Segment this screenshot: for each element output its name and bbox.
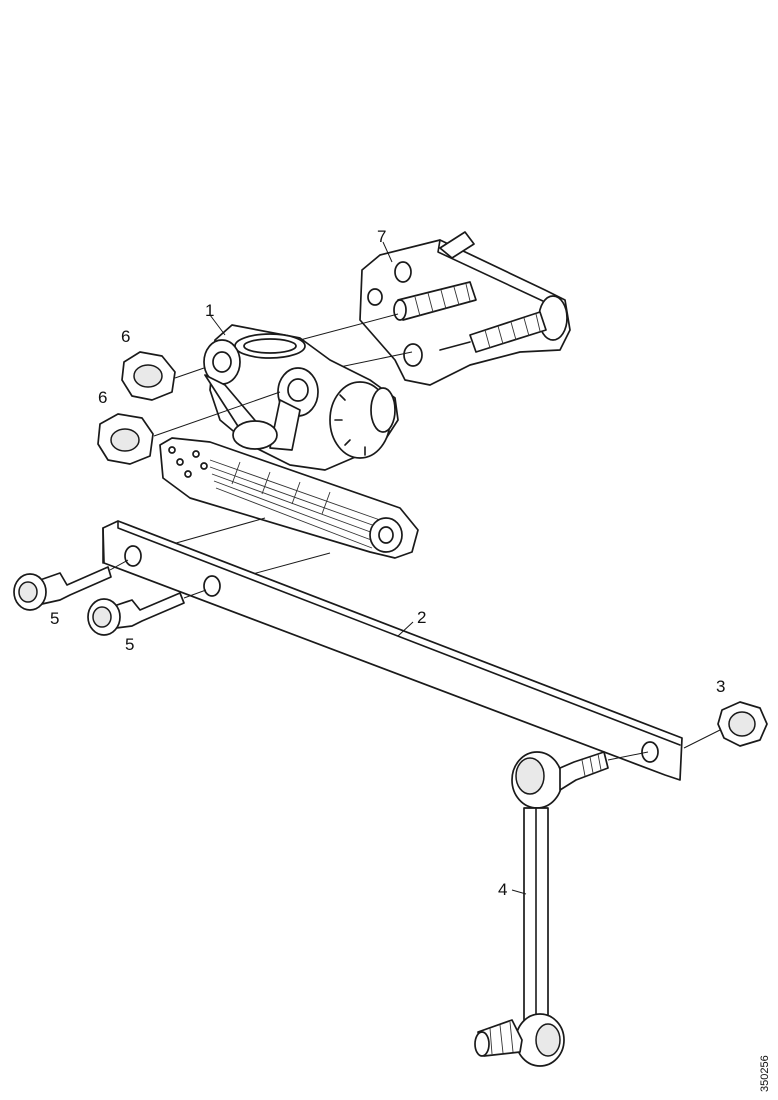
- sensor-lever-plate: [159, 437, 419, 559]
- callout-3: 3: [716, 677, 725, 696]
- callout-7: 7: [377, 227, 386, 246]
- link-rod: [474, 751, 649, 1067]
- callout-1: 1: [205, 301, 214, 320]
- bolt-upper: [13, 559, 129, 611]
- callout-5-lower: 5: [125, 635, 134, 654]
- nut-lower: [97, 391, 281, 465]
- bracket-stud-upper: [393, 281, 477, 321]
- reference-number: 350256: [759, 1055, 771, 1092]
- callout-4: 4: [498, 880, 507, 899]
- callout-5-upper: 5: [50, 609, 59, 628]
- callout-2: 2: [417, 608, 426, 627]
- flat-bar: [102, 520, 683, 781]
- nut-upper: [121, 351, 205, 401]
- callout-6-lower: 6: [98, 388, 107, 407]
- mounting-bracket: [359, 231, 571, 386]
- level-sensor: [203, 324, 399, 471]
- bolt-lower: [87, 589, 207, 636]
- callout-6-upper: 6: [121, 327, 130, 346]
- nut-right: [683, 701, 768, 749]
- bracket-stud-lower: [439, 311, 547, 353]
